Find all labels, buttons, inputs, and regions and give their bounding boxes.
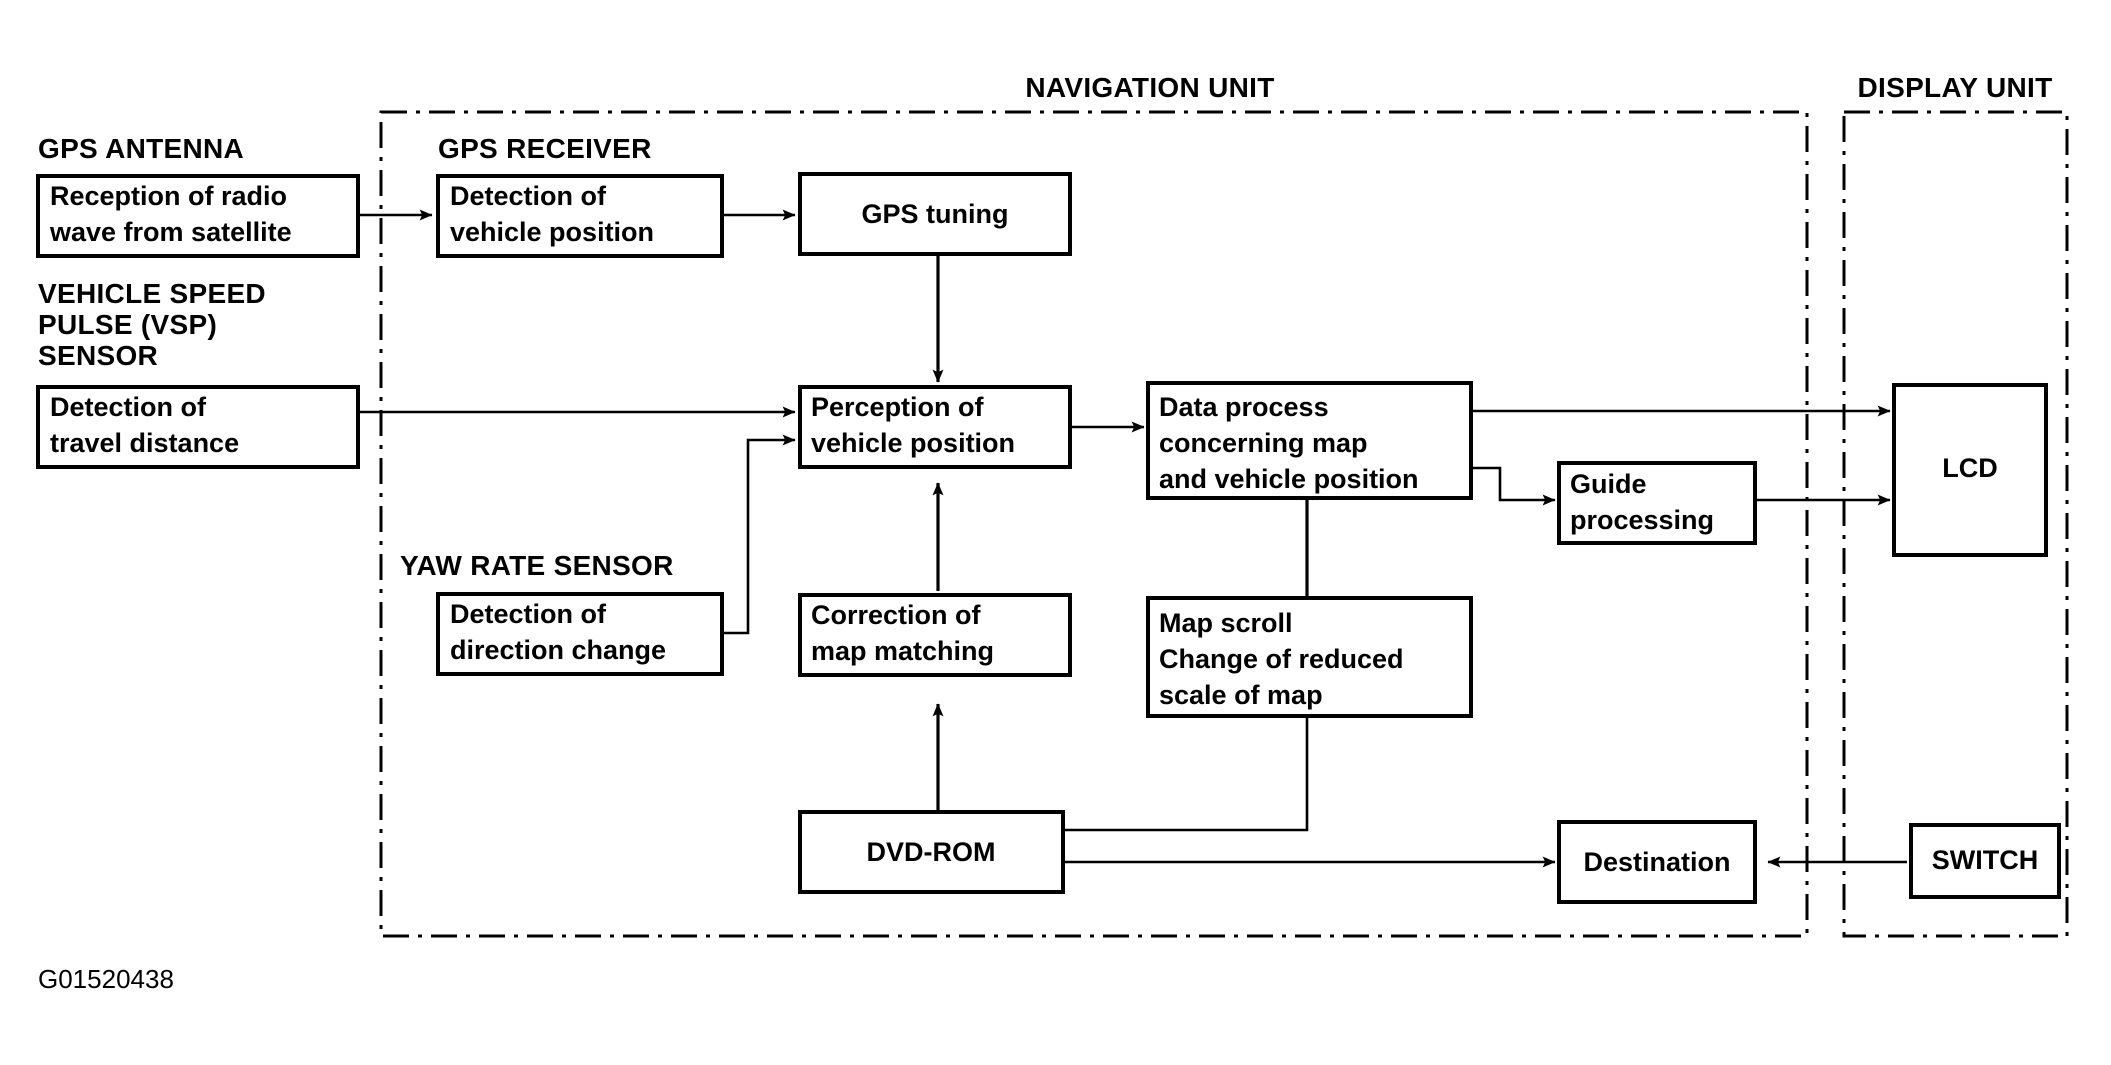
label-yaw-rate-sensor: YAW RATE SENSOR <box>400 550 674 581</box>
box-detection-of-direction-change-line2: direction change <box>450 635 666 665</box>
box-detection-of-travel-distance[interactable] <box>36 385 360 469</box>
box-detection-of-direction-change-line1: Detection of <box>450 599 607 629</box>
box-map-scroll-change-scale[interactable] <box>1146 596 1473 718</box>
box-dvd-rom[interactable] <box>798 810 1065 894</box>
box-reception-of-radio-wave-line2: wave from satellite <box>49 217 292 247</box>
box-perception-of-vehicle-position[interactable] <box>798 385 1072 469</box>
box-switch-label: SWITCH <box>1932 845 2038 875</box>
label-gps-antenna: GPS ANTENNA <box>38 133 244 164</box>
box-data-process-line1: Data process <box>1159 392 1329 422</box>
box-detection-of-vehicle-position[interactable] <box>436 174 724 258</box>
box-correction-of-map-matching[interactable] <box>798 593 1072 677</box>
navigation-unit-boundary <box>379 110 1809 938</box>
label-vsp-sensor-line2: PULSE (VSP) <box>38 309 217 340</box>
box-switch[interactable] <box>1909 823 2061 899</box>
box-gps-tuning[interactable] <box>798 172 1072 256</box>
label-navigation-unit: NAVIGATION UNIT <box>1025 72 1274 103</box>
box-lcd[interactable] <box>1892 383 2048 557</box>
label-vsp-sensor-line3: SENSOR <box>38 340 158 371</box>
box-detection-of-vehicle-position-line2: vehicle position <box>450 217 654 247</box>
box-reception-of-radio-wave[interactable] <box>36 174 360 258</box>
box-guide-processing-line2: processing <box>1570 505 1714 535</box>
box-destination-label: Destination <box>1583 847 1730 877</box>
box-destination[interactable] <box>1557 820 1757 904</box>
box-correction-of-map-matching-line2: map matching <box>811 636 994 666</box>
box-data-process-line3: and vehicle position <box>1159 464 1419 494</box>
label-gps-receiver: GPS RECEIVER <box>438 133 652 164</box>
label-vsp-sensor-line1: VEHICLE SPEED <box>38 278 266 309</box>
box-correction-of-map-matching-line1: Correction of <box>811 600 982 630</box>
box-data-process-map-vehicle-position[interactable] <box>1146 381 1473 500</box>
connector-dvdrom-to-map-scroll <box>1063 716 1309 832</box>
box-lcd-label: LCD <box>1942 453 1998 483</box>
box-detection-of-travel-distance-line2: travel distance <box>50 428 239 458</box>
reference-code: G01520438 <box>38 964 174 994</box>
box-map-scroll-line2: Change of reduced <box>1159 644 1404 674</box>
box-guide-processing[interactable] <box>1557 461 1757 545</box>
box-map-scroll-line3: scale of map <box>1159 680 1323 710</box>
label-display-unit: DISPLAY UNIT <box>1858 72 2053 103</box>
connector-data-process-to-guide <box>1471 466 1556 506</box>
box-perception-of-vehicle-position-line1: Perception of <box>811 392 985 422</box>
connector-yaw-rate-to-perception <box>722 434 796 635</box>
box-detection-of-direction-change[interactable] <box>436 592 724 676</box>
box-perception-of-vehicle-position-line2: vehicle position <box>811 428 1015 458</box>
box-dvd-rom-label: DVD-ROM <box>867 837 996 867</box>
box-gps-tuning-label: GPS tuning <box>862 199 1009 229</box>
display-unit-boundary <box>1842 110 2069 938</box>
box-map-scroll-line1: Map scroll <box>1159 608 1293 638</box>
box-reception-of-radio-wave-line1: Reception of radio <box>50 181 287 211</box>
box-detection-of-vehicle-position-line1: Detection of <box>450 181 607 211</box>
box-detection-of-travel-distance-line1: Detection of <box>50 392 207 422</box>
box-guide-processing-line1: Guide <box>1570 469 1647 499</box>
box-data-process-line2: concerning map <box>1159 428 1368 458</box>
